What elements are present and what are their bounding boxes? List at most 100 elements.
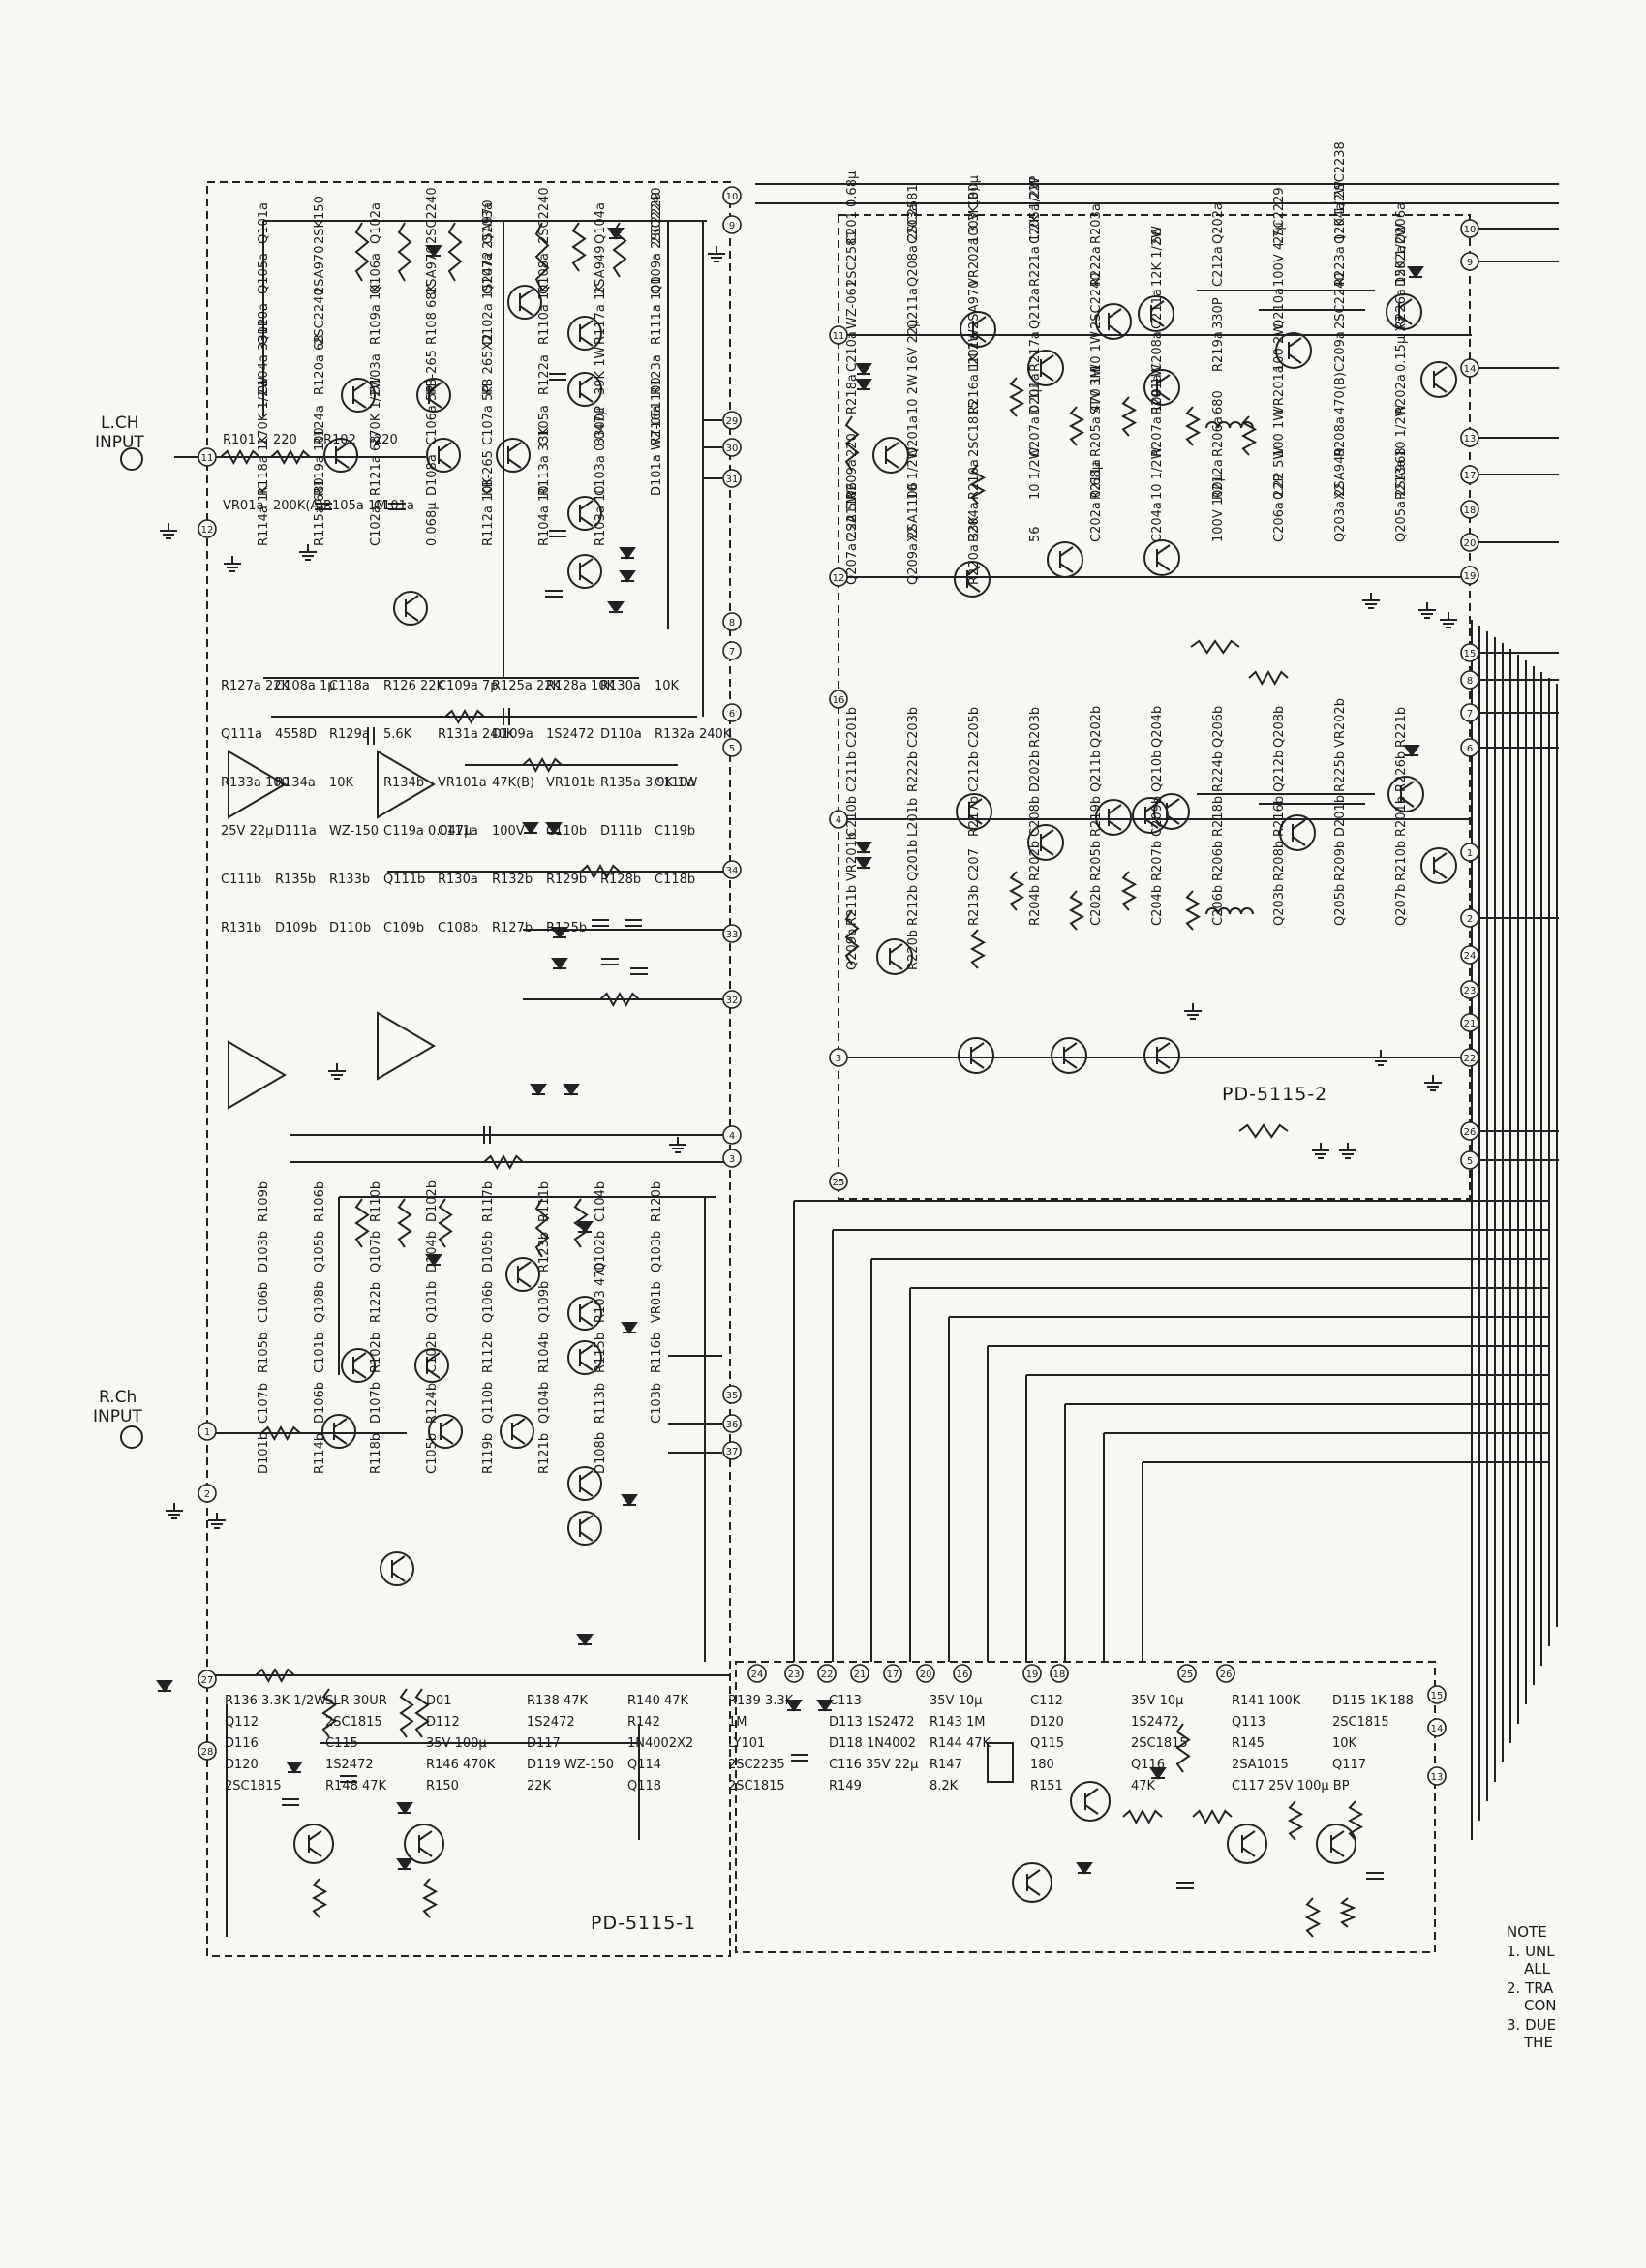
component-label: C205a 22P: [1028, 175, 1043, 244]
component-label: KB-265: [481, 450, 496, 496]
transistor-symbol: [321, 1414, 356, 1449]
component-label: D112: [426, 1715, 460, 1730]
component-label: R129a: [329, 727, 370, 742]
component-label: Q107b: [369, 1231, 383, 1272]
component-label: VR202b: [1333, 698, 1348, 748]
component-label: Q106a: [369, 253, 383, 294]
transistor-emitter-leg: [440, 1434, 454, 1445]
resistor-symbol: [397, 1198, 412, 1248]
terminal-number: 23: [1464, 986, 1477, 996]
component-label: Q104b: [537, 1382, 552, 1424]
transistor-collector-leg: [1433, 366, 1448, 377]
component-label: D111b: [600, 824, 642, 839]
diode-symbol: [551, 927, 568, 939]
terminal-circle: [1427, 1718, 1447, 1737]
terminal: 8: [722, 612, 742, 631]
component-label: C203a: [906, 203, 921, 244]
diode-symbol: [1149, 1767, 1167, 1780]
transistor-symbol: [1132, 797, 1169, 834]
transistor-symbol: [1386, 293, 1422, 330]
component-label: R111b: [537, 1181, 552, 1222]
transistor-collector-leg: [352, 382, 367, 392]
component-label: C101b: [313, 1333, 327, 1373]
component-label: R102b: [369, 1333, 383, 1373]
transistor-collector-leg: [579, 1300, 594, 1310]
transistor-emitter-leg: [511, 1434, 526, 1445]
component-label: 100V 100μ: [1211, 474, 1226, 542]
component-label: D104b: [425, 1231, 440, 1272]
component-label: 56: [1028, 526, 1043, 542]
terminal: 5: [722, 738, 742, 757]
component-label: R127b: [492, 921, 533, 935]
terminal-number: 13: [1431, 1772, 1444, 1783]
component-label: Q110a: [257, 303, 271, 345]
terminal-number: 30: [726, 444, 739, 454]
terminal-number: 18: [1053, 1670, 1066, 1680]
terminal-number: 10: [726, 192, 739, 202]
transistor-collector-leg: [1400, 781, 1415, 791]
left-input-label-line1: L.CH: [101, 414, 139, 433]
transistor-collector-leg: [391, 1555, 406, 1566]
component-label: R103a 10: [594, 486, 608, 547]
component-label: R119b: [481, 1433, 496, 1474]
terminal-circle: [1460, 533, 1479, 552]
diode-symbol: [619, 547, 636, 560]
component-label: R123b: [537, 1232, 552, 1272]
resistor-symbol: [1184, 406, 1202, 446]
diode-symbol: [156, 1680, 173, 1693]
terminal-number: 4: [836, 815, 841, 826]
component-label: R115b: [594, 1333, 608, 1373]
component-label: C115: [325, 1736, 358, 1751]
terminal-circle: [1460, 1048, 1479, 1067]
transistor-collector-leg: [428, 382, 442, 392]
terminal-number: 37: [726, 1447, 739, 1457]
component-label: R117a 1K: [594, 284, 608, 345]
component-symbols: [120, 222, 1457, 1938]
terminal: 7: [1460, 703, 1479, 722]
component-label: Q108b: [313, 1281, 327, 1323]
terminal-circle: [1460, 945, 1479, 965]
transistor-symbol: [567, 1296, 602, 1331]
terminal: 7: [722, 641, 742, 660]
transistor-symbol: [1227, 1824, 1267, 1864]
component-label: Q102a: [369, 202, 383, 244]
terminal-number: 9: [1467, 258, 1473, 268]
terminal-number: 26: [1464, 1127, 1477, 1138]
component-label: R143 1M: [930, 1715, 985, 1730]
terminal-circle: [722, 860, 742, 879]
transistor-collector-leg: [1063, 1042, 1078, 1053]
terminal-circle: [953, 1664, 972, 1683]
component-label: 680: [1211, 390, 1226, 414]
diode-symbol: [425, 245, 442, 258]
diode-symbol: [621, 1494, 638, 1507]
component-label: R122b: [369, 1282, 383, 1323]
component-label: C204b: [1150, 885, 1165, 926]
component-label: C207: [967, 848, 982, 881]
opamp-symbol: [377, 1011, 436, 1081]
component-label: R209b: [1333, 841, 1348, 881]
terminal: 15: [1460, 643, 1479, 662]
transistor-symbol: [323, 438, 358, 473]
component-label: R109a 1K: [369, 284, 383, 345]
transistor-collector-leg: [1292, 819, 1306, 830]
terminal-number: 6: [729, 709, 735, 720]
transistor-symbol: [1138, 295, 1174, 332]
transistor-emitter-leg: [579, 1531, 594, 1542]
inductor-coil: [1229, 907, 1242, 915]
component-label: D102a 1S2472: [481, 251, 496, 345]
component-label: 25V 22μ: [221, 824, 273, 839]
transistor-symbol: [426, 438, 461, 473]
component-label: R122a: [537, 354, 552, 395]
terminal-circle: [1460, 252, 1479, 271]
component-label: VR101b: [546, 776, 595, 790]
component-label: C102a: [369, 506, 383, 546]
left-input-label-line2: INPUT: [95, 433, 144, 452]
terminal: 24: [747, 1664, 767, 1683]
terminal: 2: [198, 1484, 217, 1503]
transistor-collector-leg: [1398, 298, 1413, 309]
terminal-number: 21: [854, 1670, 867, 1680]
component-label: R222a: [1089, 246, 1104, 287]
terminal-circle: [1460, 670, 1479, 690]
component-label: R203b: [1028, 707, 1043, 748]
